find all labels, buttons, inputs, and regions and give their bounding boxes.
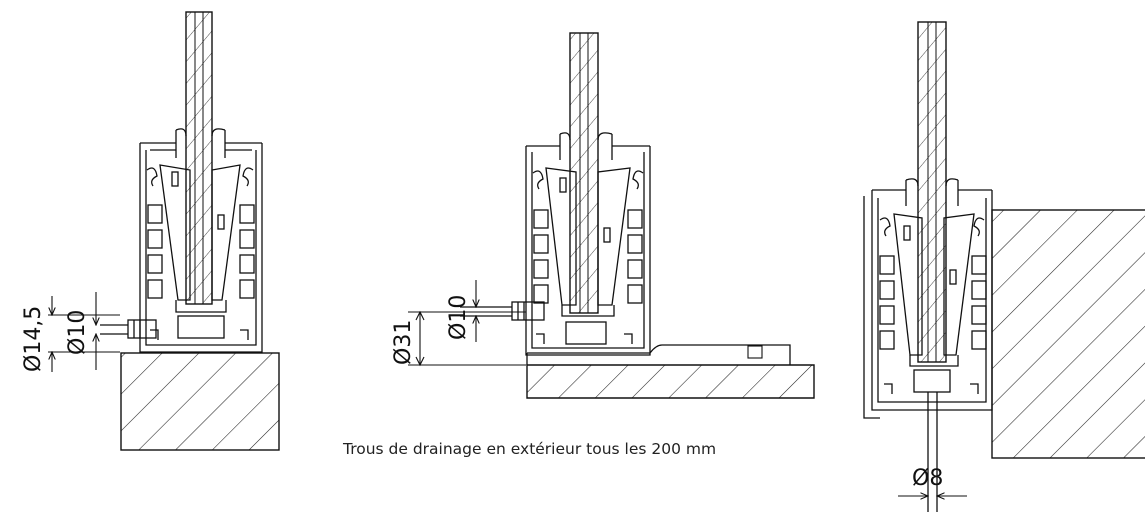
dimension-label: Ø31 xyxy=(391,320,416,365)
substrate-2 xyxy=(526,364,815,399)
profile-1 xyxy=(139,128,263,353)
drain-pipe-3 xyxy=(927,392,938,512)
detail-1: Ø14,5 Ø10 xyxy=(21,11,280,451)
profile-2 xyxy=(525,132,651,356)
drainage-caption: Trous de drainage en extérieur tous les … xyxy=(343,440,717,458)
detail-3: Ø8 xyxy=(863,21,1145,512)
dimension-label: Ø8 xyxy=(912,466,943,491)
drain-pipe-2 xyxy=(460,301,545,321)
glass-panel-2 xyxy=(569,32,599,314)
glass-panel-3 xyxy=(917,21,947,363)
substrate-3 xyxy=(991,209,1145,459)
drain-pipe-1 xyxy=(100,319,157,339)
dimension-label: Ø14,5 xyxy=(21,306,46,372)
substrate-1 xyxy=(120,352,280,451)
detail-2: Ø31 Ø10 xyxy=(391,32,815,399)
dimension-label: Ø10 xyxy=(65,310,90,355)
dimension-lines-1 xyxy=(48,292,120,372)
dimension-label: Ø10 xyxy=(446,295,471,340)
profile-3 xyxy=(863,178,993,419)
dimension-lines-2 xyxy=(408,280,526,367)
